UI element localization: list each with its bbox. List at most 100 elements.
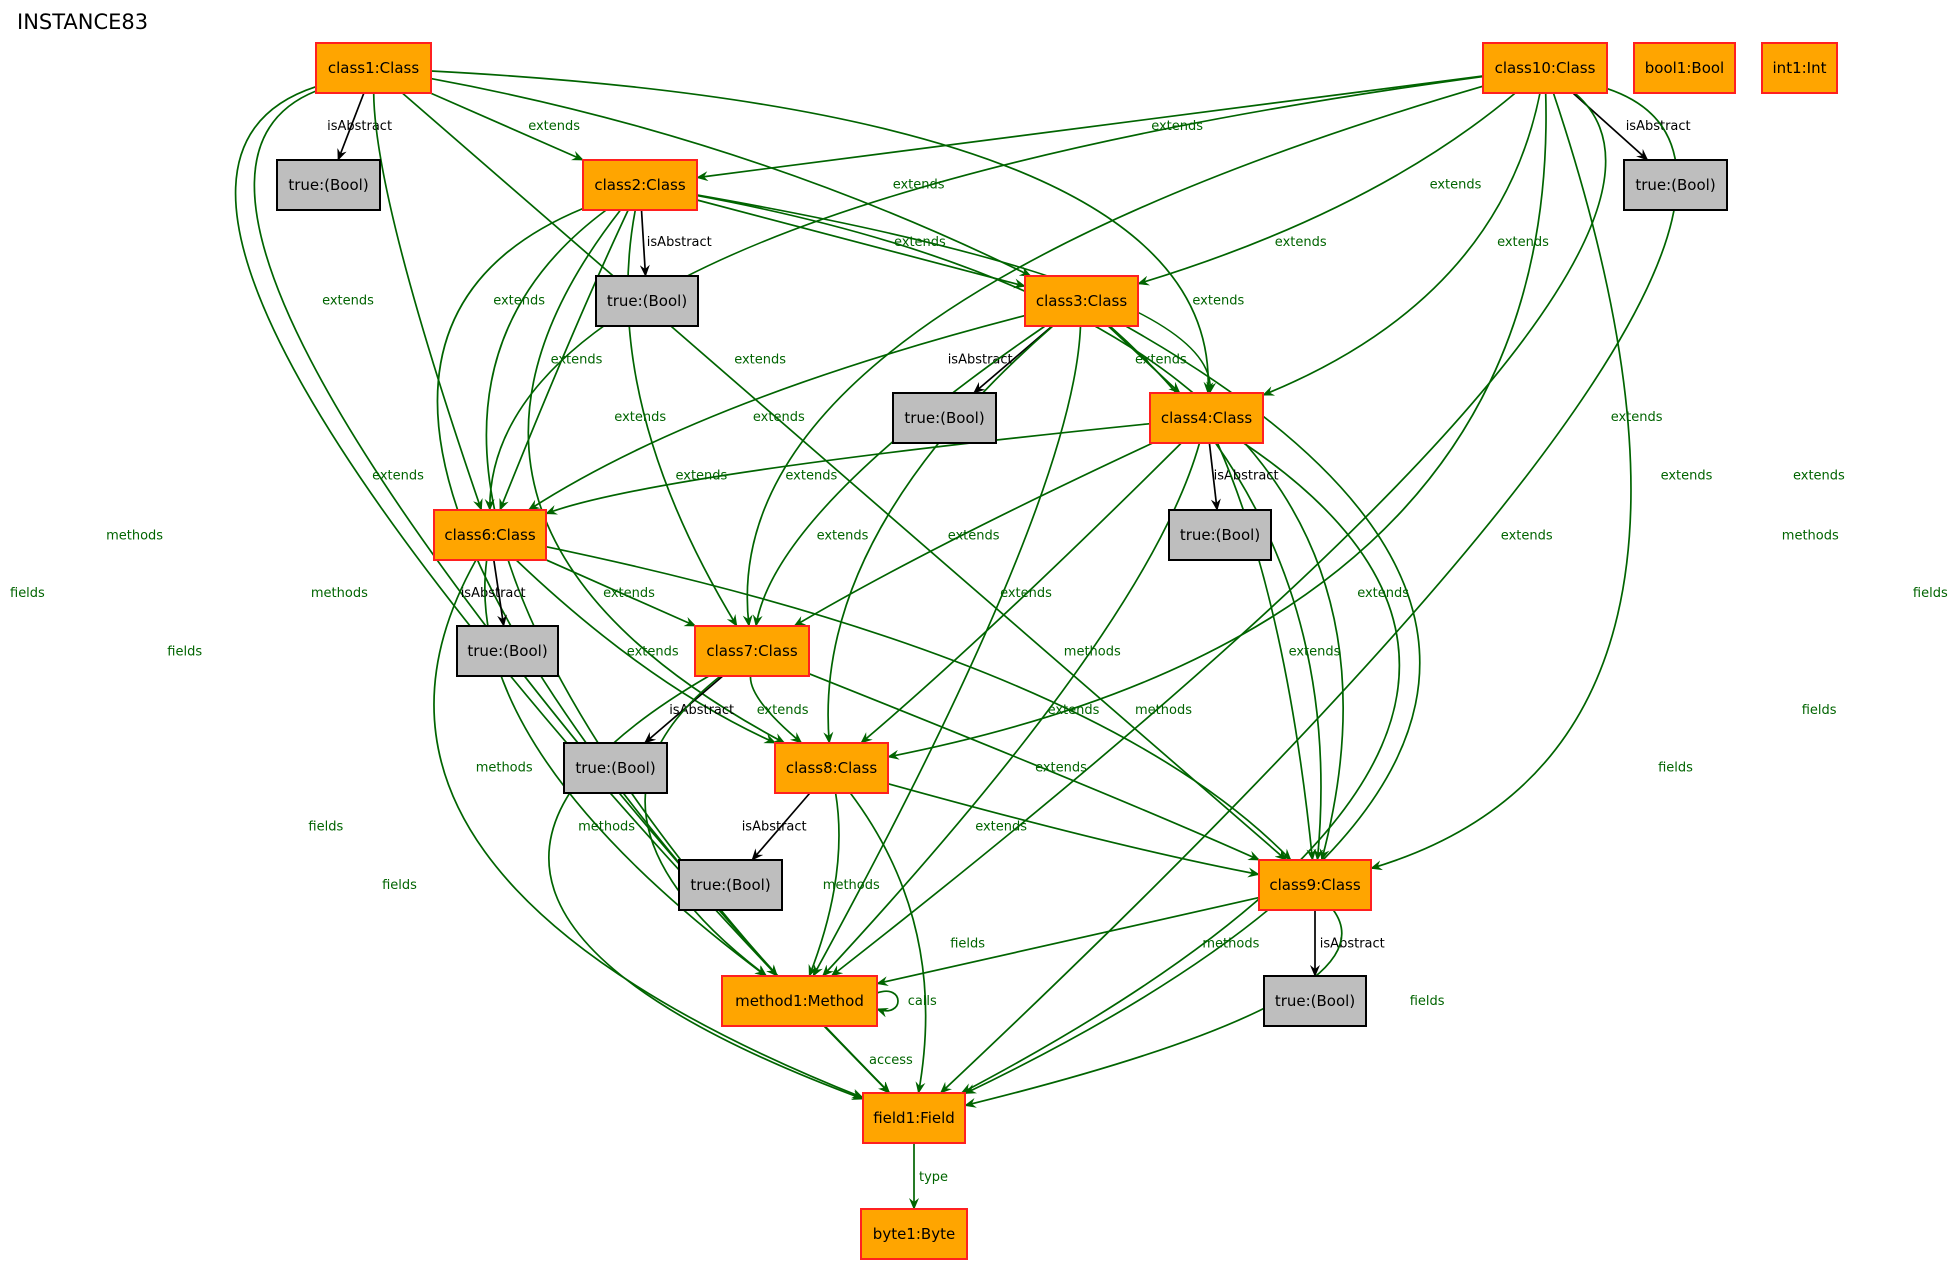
value-node-t2[interactable]: true:(Bool): [595, 275, 699, 327]
node-box: [862, 1092, 966, 1144]
edge-label: extends: [493, 294, 545, 309]
edge-label: fields: [1658, 761, 1693, 776]
value-node-t7[interactable]: true:(Bool): [563, 742, 668, 794]
node-box: [582, 159, 698, 211]
edge-class4-methods-method1: methods: [822, 442, 1201, 977]
edge-line: [1107, 325, 1181, 394]
edge-class4-extends-class7: extends: [793, 442, 1154, 627]
edge-label: isAbstract: [1626, 119, 1691, 134]
edge-class8-isAbstract-t8: isAbstract: [742, 792, 811, 861]
edge-label: methods: [476, 761, 533, 776]
object-node-class10[interactable]: class10:Class: [1482, 42, 1608, 94]
edge-class10-extends-class9: extends: [1370, 92, 1845, 871]
edge-line: [849, 792, 927, 1094]
edge-line: [812, 325, 1082, 977]
edge-label: extends: [948, 528, 1000, 543]
edge-line: [830, 92, 1607, 977]
value-node-t3[interactable]: true:(Bool): [892, 392, 997, 444]
node-label: class10:Class: [1495, 59, 1596, 77]
edge-class7-methods-method1: methods: [578, 675, 768, 977]
edge-class10-isAbstract-t10: isAbstract: [1572, 92, 1691, 161]
edge-method1-access-field1: access: [823, 1025, 913, 1094]
edge-line: [808, 792, 840, 977]
edge-line: [484, 559, 767, 977]
value-node-t1[interactable]: true:(Bool): [276, 159, 381, 211]
object-node-class6[interactable]: class6:Class: [433, 509, 547, 561]
edge-label: extends: [1793, 469, 1845, 484]
object-node-bool1[interactable]: bool1:Bool: [1633, 42, 1736, 94]
node-label: class3:Class: [1036, 292, 1127, 310]
value-node-t6[interactable]: true:(Bool): [456, 625, 559, 677]
node-box: [315, 42, 432, 94]
edge-label: fields: [1802, 703, 1837, 718]
edge-line: [1572, 92, 1649, 161]
node-label: class9:Class: [1269, 876, 1360, 894]
edge-label: type: [919, 1170, 948, 1185]
object-node-class9[interactable]: class9:Class: [1258, 859, 1372, 911]
node-box: [1482, 42, 1608, 94]
edge-line: [430, 92, 585, 161]
edge-line: [639, 209, 650, 277]
edge-class10-extends-class6: extends: [484, 75, 1484, 511]
edge-class10-extends-class7: extends: [734, 85, 1484, 627]
node-label: true:(Bool): [607, 292, 687, 310]
edge-line: [484, 75, 1484, 511]
node-label: class8:Class: [786, 759, 877, 777]
edge-label: extends: [757, 703, 809, 718]
object-node-field1[interactable]: field1:Field: [862, 1092, 966, 1144]
node-label: true:(Bool): [575, 759, 655, 777]
object-node-method1[interactable]: method1:Method: [721, 975, 878, 1027]
node-box: [456, 625, 559, 677]
edge-label: extends: [603, 586, 655, 601]
edge-line: [749, 675, 803, 744]
edge-label: extends: [1192, 294, 1244, 309]
edge-class6-extends-class9: extends: [545, 545, 1292, 861]
edge-label: extends: [1000, 586, 1052, 601]
edge-label: fields: [1410, 994, 1445, 1009]
edge-class3-extends-class6: extends: [527, 314, 1026, 511]
edge-class3-extends-class9: extends: [1109, 325, 1409, 861]
edge-class3-extends-class4: extends: [1107, 325, 1187, 394]
node-label: true:(Bool): [467, 642, 547, 660]
value-node-t10[interactable]: true:(Bool): [1623, 159, 1728, 211]
edge-class3-fields-field1: fields: [964, 325, 1837, 1095]
value-node-t8[interactable]: true:(Bool): [678, 859, 783, 911]
object-node-int1[interactable]: int1:Int: [1761, 42, 1838, 94]
edge-line: [515, 559, 777, 744]
edge-line: [751, 792, 811, 861]
edge-class9-methods-method1: methods: [876, 896, 1260, 987]
edge-class8-extends-class9: extends: [887, 782, 1260, 878]
object-node-class8[interactable]: class8:Class: [774, 742, 889, 794]
edge-line: [433, 559, 864, 1099]
node-box: [1263, 975, 1367, 1027]
value-node-t4[interactable]: true:(Bool): [1168, 509, 1272, 561]
object-node-class3[interactable]: class3:Class: [1024, 275, 1139, 327]
edge-class6-fields-field1: fields: [308, 559, 864, 1099]
object-node-class1[interactable]: class1:Class: [315, 42, 432, 94]
object-node-class2[interactable]: class2:Class: [582, 159, 698, 211]
edge-class1-extends-class3: extends: [430, 77, 1032, 277]
edge-label: isAbstract: [742, 819, 807, 834]
edge-label: isAbstract: [461, 586, 526, 601]
object-node-class4[interactable]: class4:Class: [1149, 392, 1264, 444]
edge-label: extends: [551, 352, 603, 367]
node-label: true:(Bool): [288, 176, 368, 194]
edge-label: extends: [1289, 645, 1341, 660]
edge-class3-extends-class8: extends: [817, 325, 1054, 744]
edge-line: [499, 209, 629, 511]
edge-class9-isAbstract-t9: isAbstract: [1310, 910, 1385, 977]
edge-line: [696, 199, 1026, 289]
edge-line: [627, 209, 738, 627]
value-node-t9[interactable]: true:(Bool): [1263, 975, 1367, 1027]
edge-line: [823, 325, 1054, 744]
edge-class1-extends-class2: extends: [430, 92, 585, 161]
diagram-title: INSTANCE83: [17, 10, 149, 34]
node-box: [694, 625, 810, 677]
object-node-byte1[interactable]: byte1:Byte: [860, 1208, 968, 1260]
node-box: [1168, 509, 1272, 561]
object-node-class7[interactable]: class7:Class: [694, 625, 810, 677]
edge-class10-fields-field1: fields: [939, 87, 1948, 1094]
node-box: [1258, 859, 1372, 911]
edge-label: extends: [1497, 235, 1549, 250]
edge-line: [964, 325, 1421, 1095]
